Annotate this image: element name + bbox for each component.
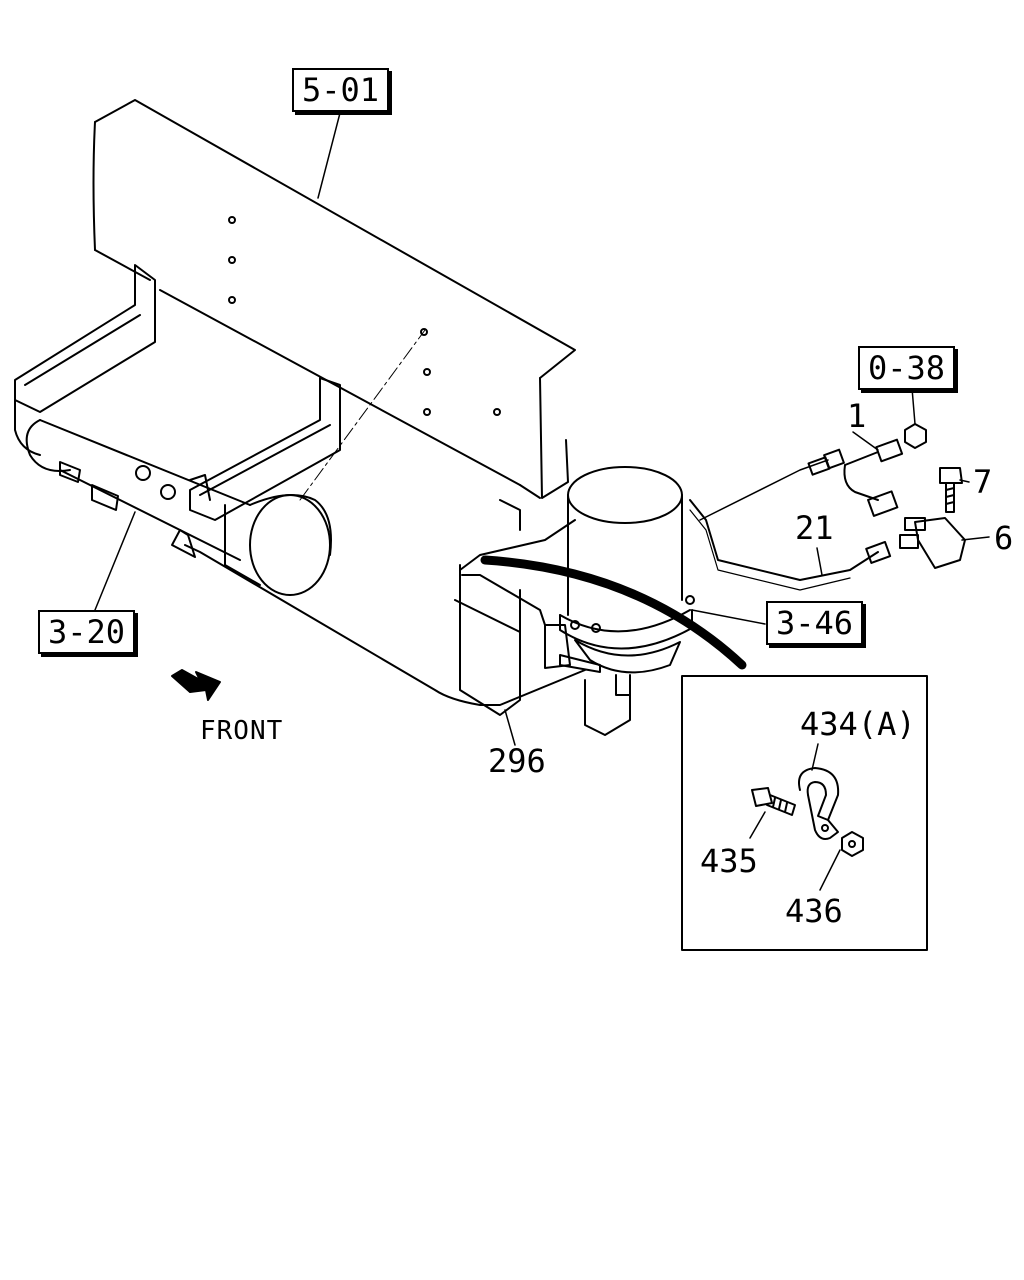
ref-label-3-46: 3-46 xyxy=(766,601,864,645)
front-direction-label: FRONT xyxy=(200,716,284,746)
part-label-21: 21 xyxy=(795,509,834,547)
bolt-435 xyxy=(751,787,796,816)
part-label-296: 296 xyxy=(488,742,546,780)
frame-rail xyxy=(92,99,576,499)
leader-lines xyxy=(94,387,990,891)
air-dryer xyxy=(544,466,695,696)
ref-label-3-20: 3-20 xyxy=(38,610,136,654)
cross-member xyxy=(454,499,631,736)
air-tank xyxy=(25,419,332,596)
tank-bracket-right xyxy=(189,377,341,521)
ref-label-0-38: 0-38 xyxy=(858,346,956,390)
detail-box xyxy=(681,675,928,951)
tank-bracket-left xyxy=(14,264,156,456)
front-arrow xyxy=(171,669,221,701)
pipe-21 xyxy=(689,499,879,581)
part-label-7: 7 xyxy=(973,463,993,501)
part-label-1: 1 xyxy=(847,397,867,435)
curved-hose xyxy=(480,555,747,670)
part-label-435: 435 xyxy=(700,842,758,880)
ref-label-5-01: 5-01 xyxy=(292,68,390,112)
part-label-434a: 434(A) xyxy=(800,705,916,743)
clip-434a xyxy=(798,767,840,840)
pipe-296 xyxy=(184,544,586,706)
part-label-436: 436 xyxy=(785,892,843,930)
part-label-6: 6 xyxy=(994,519,1014,557)
nut-436 xyxy=(841,831,864,857)
